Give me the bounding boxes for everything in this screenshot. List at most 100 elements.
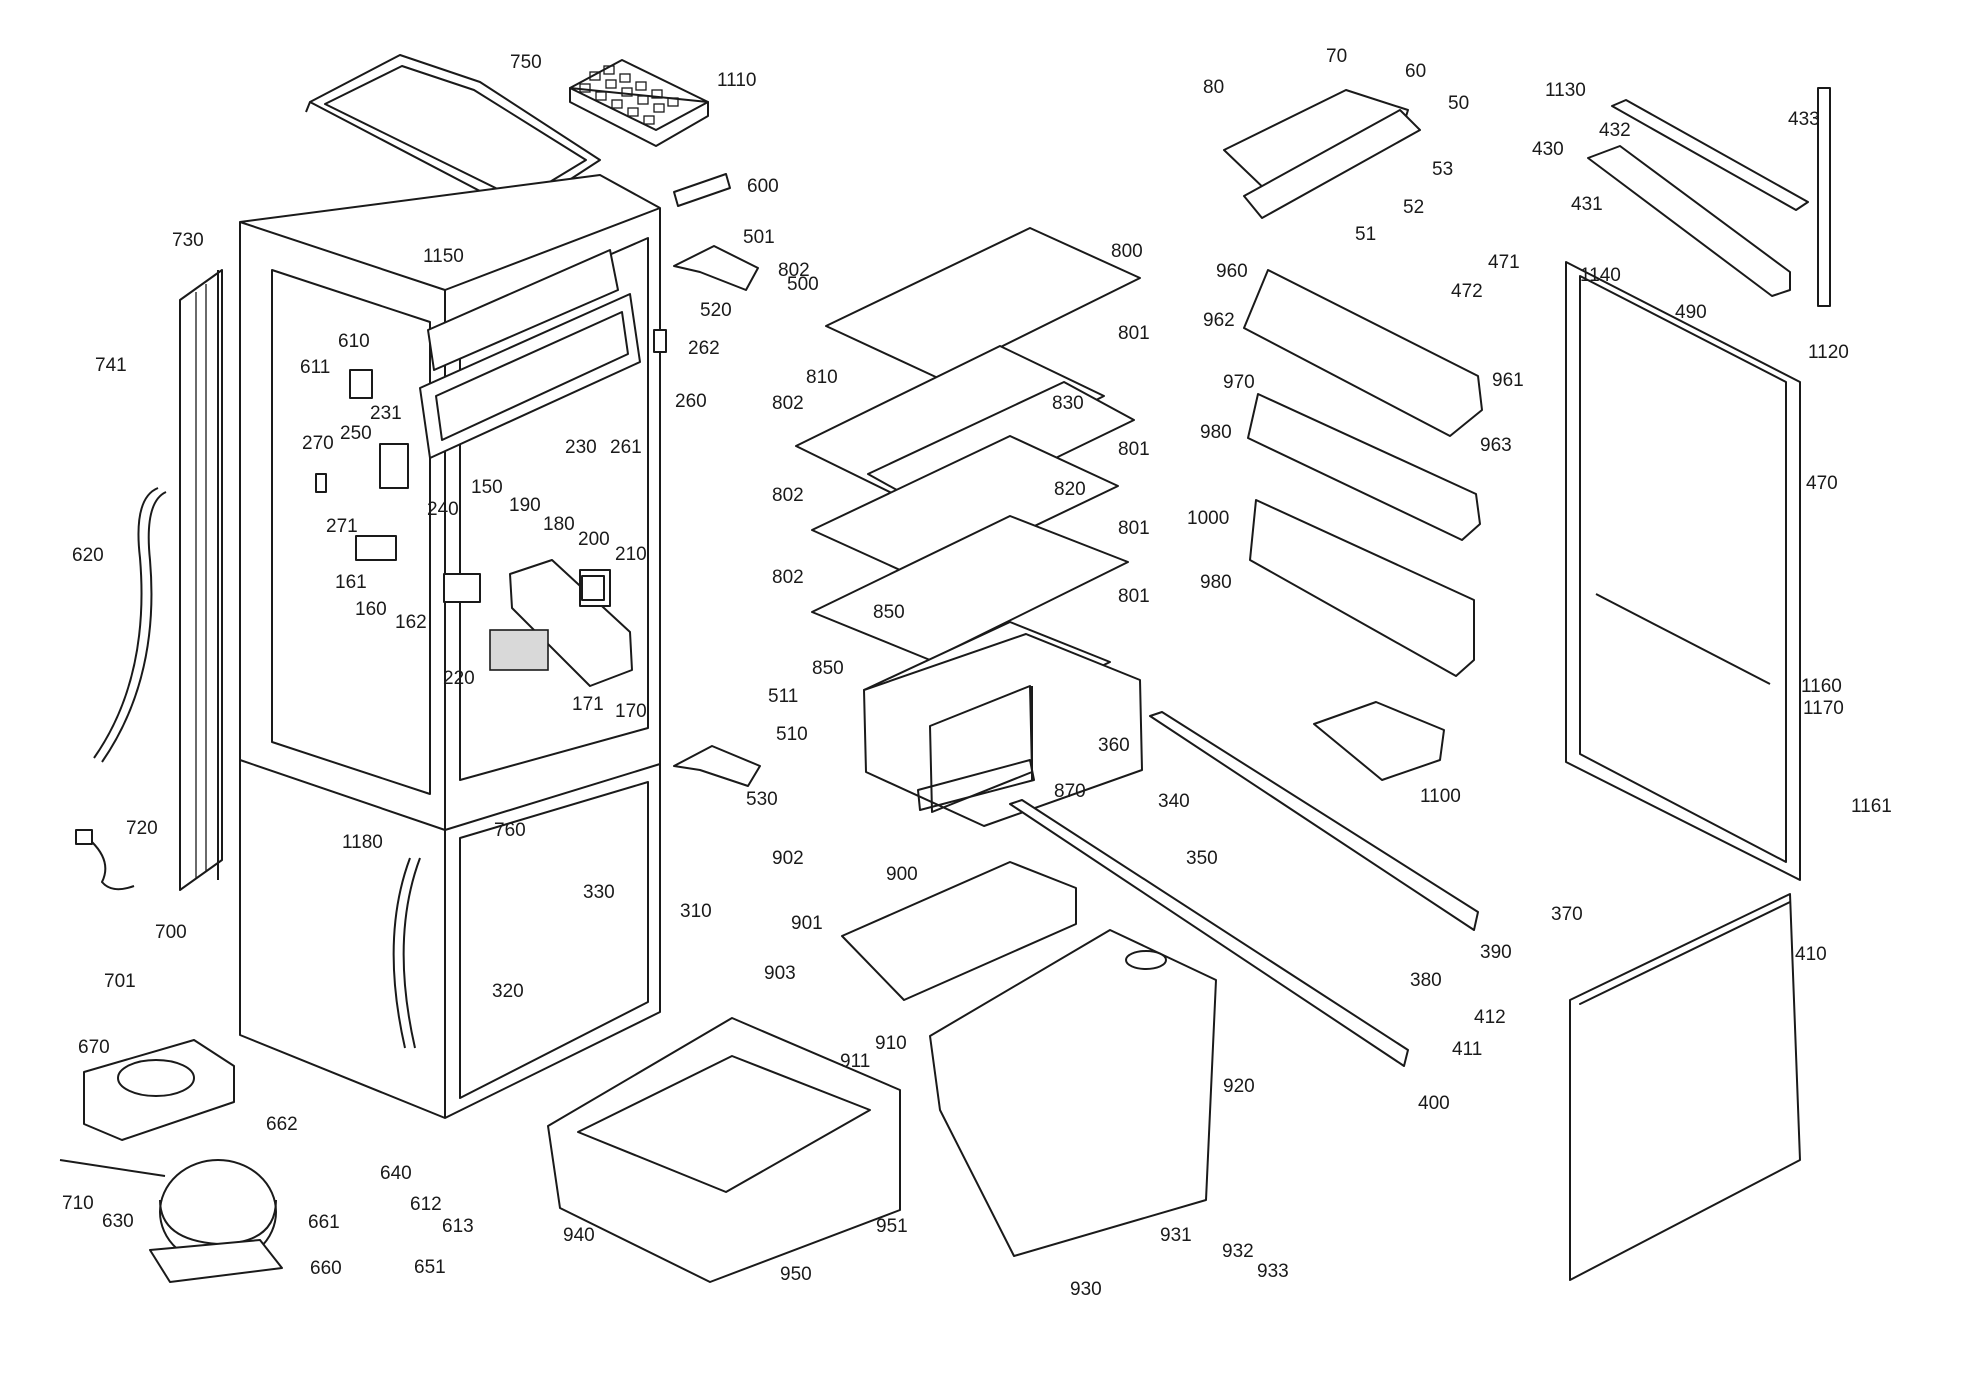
part-number-label: 960 (1216, 261, 1248, 282)
part-number-label: 330 (583, 882, 615, 903)
part-number-label: 51 (1355, 224, 1377, 245)
part-number-label: 472 (1451, 281, 1483, 302)
compressor-part (59, 1159, 283, 1283)
part-number-label: 171 (572, 694, 604, 715)
part-number-label: 802 (778, 260, 810, 281)
part-number-label: 1180 (342, 832, 383, 853)
part-number-label: 510 (776, 724, 808, 745)
part-number-label: 670 (78, 1037, 110, 1058)
part-number-label: 1110 (717, 70, 757, 91)
part-number-label: 1120 (1808, 342, 1849, 363)
part-number-label: 660 (310, 1258, 342, 1279)
part-number-label: 600 (747, 176, 779, 197)
part-number-label: 801 (1118, 518, 1150, 539)
part-number-label: 800 (1111, 241, 1143, 262)
part-number-label: 932 (1222, 1241, 1254, 1262)
hinge-brackets-part (653, 173, 761, 787)
part-number-label: 433 (1788, 109, 1820, 130)
part-number-label: 613 (442, 1216, 474, 1237)
part-number-label: 760 (494, 820, 526, 841)
cabinet-body-part (239, 174, 661, 1119)
part-number-label: 261 (610, 437, 642, 458)
part-number-label: 630 (102, 1211, 134, 1232)
part-number-label: 412 (1474, 1007, 1506, 1028)
power-cord-part (75, 829, 135, 891)
part-number-label: 150 (471, 477, 503, 498)
part-number-label: 1170 (1803, 698, 1844, 719)
part-number-label: 270 (302, 433, 334, 454)
part-number-label: 802 (772, 485, 804, 506)
part-number-label: 640 (380, 1163, 412, 1184)
part-number-label: 810 (806, 367, 838, 388)
part-number-label: 1160 (1801, 676, 1842, 697)
part-number-label: 980 (1200, 422, 1232, 443)
part-number-label: 471 (1488, 252, 1520, 273)
part-number-label: 262 (688, 338, 720, 359)
part-number-label: 903 (764, 963, 796, 984)
part-number-label: 53 (1432, 159, 1454, 180)
part-number-label: 400 (1418, 1093, 1450, 1114)
part-number-label: 170 (615, 701, 647, 722)
part-number-label: 220 (443, 668, 475, 689)
part-number-label: 750 (510, 52, 542, 73)
part-number-label: 1130 (1545, 80, 1586, 101)
part-number-label: 500 (787, 274, 819, 295)
part-number-label: 611 (300, 357, 331, 378)
part-number-label: 390 (1480, 942, 1512, 963)
part-number-label: 620 (72, 545, 104, 566)
part-number-label: 850 (873, 602, 905, 623)
part-number-label: 933 (1257, 1261, 1289, 1282)
part-number-label: 240 (427, 499, 459, 520)
part-number-label: 411 (1452, 1039, 1483, 1060)
compressor-cover-part (83, 1039, 235, 1141)
freezer-drawers-parts (547, 861, 1217, 1283)
part-number-label: 801 (1118, 586, 1150, 607)
part-number-label: 963 (1480, 435, 1512, 456)
light-switch-parts (315, 369, 605, 603)
part-number-label: 980 (1200, 572, 1232, 593)
part-number-label: 271 (326, 516, 358, 537)
part-number-label: 160 (355, 599, 387, 620)
part-number-label: 962 (1203, 310, 1235, 331)
part-number-label: 231 (370, 403, 402, 424)
part-number-label: 850 (812, 658, 844, 679)
part-number-label: 741 (95, 355, 127, 376)
part-number-label: 1161 (1851, 796, 1892, 817)
part-number-label: 501 (743, 227, 775, 248)
part-number-label: 380 (1410, 970, 1442, 991)
drain-hose-part (93, 487, 159, 759)
part-number-label: 511 (768, 686, 799, 707)
part-number-label: 950 (780, 1264, 812, 1285)
part-number-label: 910 (875, 1033, 907, 1054)
part-number-label: 50 (1448, 93, 1470, 114)
part-number-label: 70 (1326, 46, 1348, 67)
part-number-label: 662 (266, 1114, 298, 1135)
part-number-label: 80 (1203, 77, 1225, 98)
part-number-label: 820 (1054, 479, 1086, 500)
door-balconies-parts (1243, 269, 1483, 781)
part-number-label: 1150 (423, 246, 464, 267)
door-trim-strip-part (1587, 87, 1831, 307)
part-number-label: 801 (1118, 323, 1150, 344)
part-number-label: 200 (578, 529, 610, 550)
part-number-label: 900 (886, 864, 918, 885)
part-number-label: 250 (340, 423, 372, 444)
part-number-label: 612 (410, 1194, 442, 1215)
part-number-label: 530 (746, 789, 778, 810)
part-number-label: 901 (791, 913, 823, 934)
part-number-label: 1000 (1187, 508, 1230, 529)
part-number-label: 730 (172, 230, 204, 251)
part-number-label: 701 (104, 971, 136, 992)
part-number-label: 930 (1070, 1279, 1102, 1300)
part-number-label: 520 (700, 300, 732, 321)
part-number-label: 920 (1223, 1076, 1255, 1097)
upper-door-part (1565, 261, 1801, 881)
part-number-label: 710 (62, 1193, 94, 1214)
drawer-rails-parts (1009, 711, 1479, 1067)
part-number-label: 470 (1806, 473, 1838, 494)
part-number-label: 940 (563, 1225, 595, 1246)
part-number-label: 720 (126, 818, 158, 839)
